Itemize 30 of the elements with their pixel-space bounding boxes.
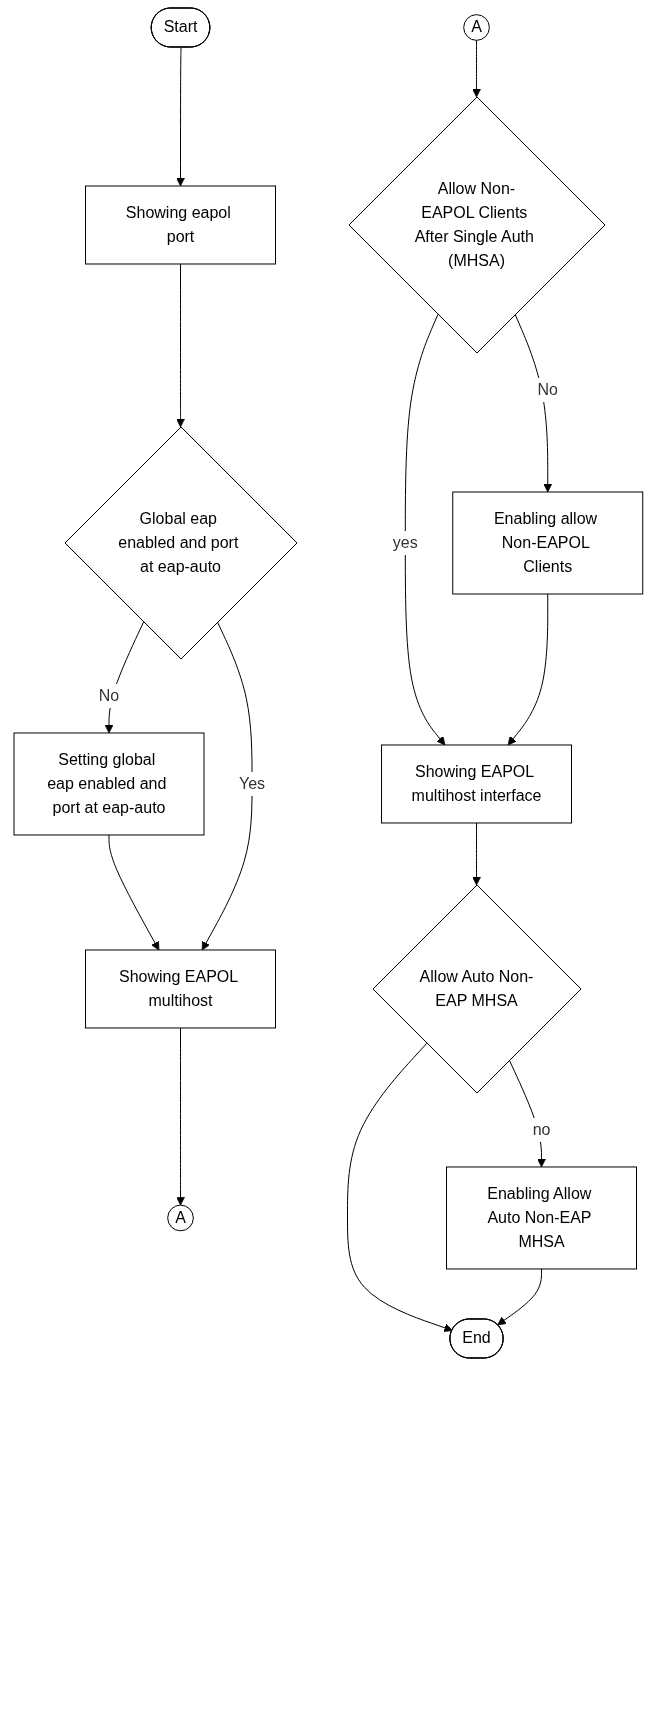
arrow: [497, 1268, 543, 1326]
arrow: [176, 47, 186, 187]
node-box: Showing EAPOL multihost interface: [381, 744, 573, 824]
edge-label: No: [98, 686, 120, 704]
node-diamond: Global eap enabled and port at eap-auto: [64, 426, 298, 660]
arrow: [347, 1042, 453, 1332]
arrow: [472, 822, 482, 886]
arrow: [176, 1027, 186, 1206]
node-box: Setting global eap enabled and port at eap-auto: [13, 732, 205, 836]
edge-label: no: [532, 1120, 551, 1138]
node-circle: A: [167, 1204, 194, 1232]
node-box: Showing EAPOL multihost: [85, 949, 277, 1029]
arrow: [176, 263, 186, 428]
node-box: Enabling Allow Auto Non-EAP MHSA: [446, 1166, 638, 1270]
edge-label: Yes: [239, 774, 266, 792]
arrow: [104, 621, 145, 734]
edge-label: yes: [392, 533, 418, 551]
node-diamond: Allow Auto Non-EAP MHSA: [372, 884, 582, 1094]
node-diamond: Allow Non-EAPOL Clients After Single Auth (MHSA): [348, 96, 606, 354]
arrow: [507, 593, 549, 746]
arrow: [108, 834, 160, 951]
arrow: [472, 39, 482, 98]
arrow: [508, 1059, 547, 1168]
node-circle: A: [463, 14, 490, 41]
edge-label: No: [537, 380, 559, 398]
arrow: [404, 313, 446, 746]
node-box: Enabling allow Non-EAPOL Clients: [452, 491, 644, 595]
arrow: [514, 313, 553, 493]
arrow: [201, 621, 253, 951]
node-box: Showing eapol port: [85, 185, 277, 265]
